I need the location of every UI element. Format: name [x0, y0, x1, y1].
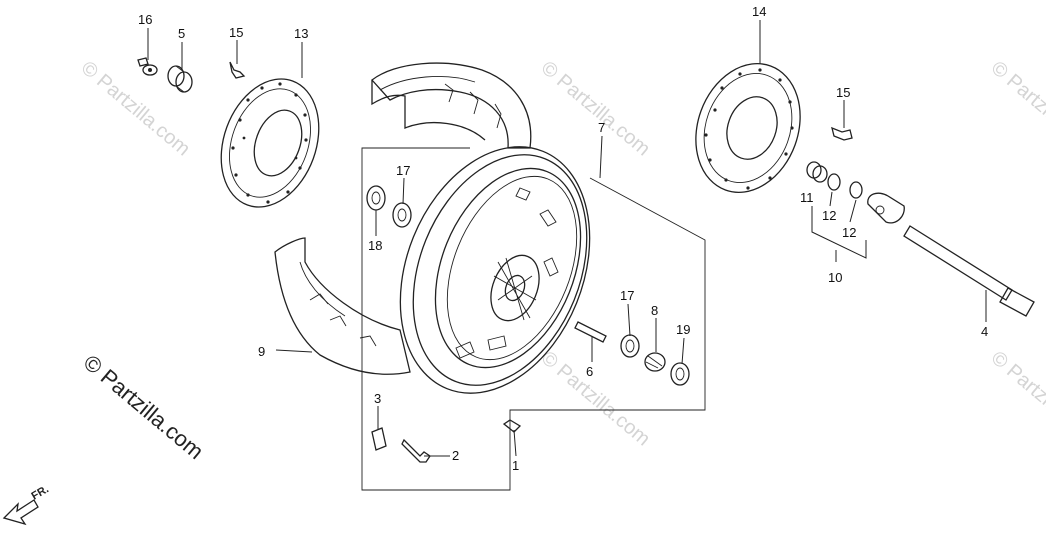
collar-11	[806, 161, 828, 183]
speedometer-gear-8	[644, 352, 666, 372]
bolt-15-right	[831, 126, 853, 141]
watermark-3: © Partzilla.com	[987, 57, 1046, 160]
watermark-4: © Partzilla.com	[537, 347, 654, 450]
front-direction-arrow: FR.	[2, 483, 51, 526]
valve-2	[401, 438, 431, 463]
dust-seal-19	[670, 362, 690, 386]
brake-disc-right	[695, 63, 801, 193]
callout-3: 3	[374, 391, 381, 406]
callout-4: 4	[981, 324, 988, 339]
clip-3	[371, 427, 387, 451]
callout-8: 8	[651, 303, 658, 318]
callout-13: 13	[294, 26, 308, 41]
leader-lines	[147, 20, 987, 457]
callout-6: 6	[586, 364, 593, 379]
callout-14: 14	[752, 4, 766, 19]
watermark-5: © Partzilla.com	[987, 347, 1046, 450]
copyright-text: © Partzilla.com	[79, 350, 209, 464]
bolt-15-left	[229, 61, 246, 79]
callout-17-left: 17	[396, 163, 410, 178]
assembly-outline	[361, 147, 706, 491]
bearing-17-left	[392, 202, 412, 228]
callout-11: 11	[800, 190, 814, 205]
tire-bottom	[274, 237, 411, 375]
callout-10: 10	[828, 270, 842, 285]
callout-18: 18	[368, 238, 382, 253]
callout-9: 9	[258, 344, 265, 359]
callout-15-right: 15	[836, 85, 850, 100]
ring-12b	[849, 181, 863, 199]
bearing-17-right	[620, 334, 640, 358]
watermark-2: © Partzilla.com	[537, 57, 654, 160]
wheel	[399, 146, 591, 394]
callout-7: 7	[598, 120, 605, 135]
collar-5	[167, 65, 193, 93]
callout-2: 2	[452, 448, 459, 463]
axle-4	[903, 225, 1035, 317]
spacer-6	[574, 321, 607, 343]
watermark-1: © Partzilla.com	[77, 57, 194, 160]
bearing-18	[366, 185, 386, 211]
callout-16: 16	[138, 12, 152, 27]
callout-1: 1	[512, 458, 519, 473]
callout-15-left: 15	[229, 25, 243, 40]
weight-1	[502, 419, 522, 433]
callout-17-right: 17	[620, 288, 634, 303]
bolt-16	[137, 57, 158, 76]
callout-12b: 12	[842, 225, 856, 240]
speedometer-housing	[867, 192, 905, 224]
callouts: 16 5 15 13 14 15 7 17 18 11 12 12 10 17 …	[138, 4, 988, 473]
callout-19: 19	[676, 322, 690, 337]
front-arrow-icon	[2, 499, 39, 526]
watermarks: © Partzilla.com © Partzilla.com © Partzi…	[77, 57, 1046, 450]
tire-top	[371, 62, 532, 149]
callout-12a: 12	[822, 208, 836, 223]
ring-12a	[827, 173, 841, 191]
brake-disc-left	[220, 78, 320, 208]
callout-5: 5	[178, 26, 185, 41]
front-label: FR.	[30, 483, 51, 502]
